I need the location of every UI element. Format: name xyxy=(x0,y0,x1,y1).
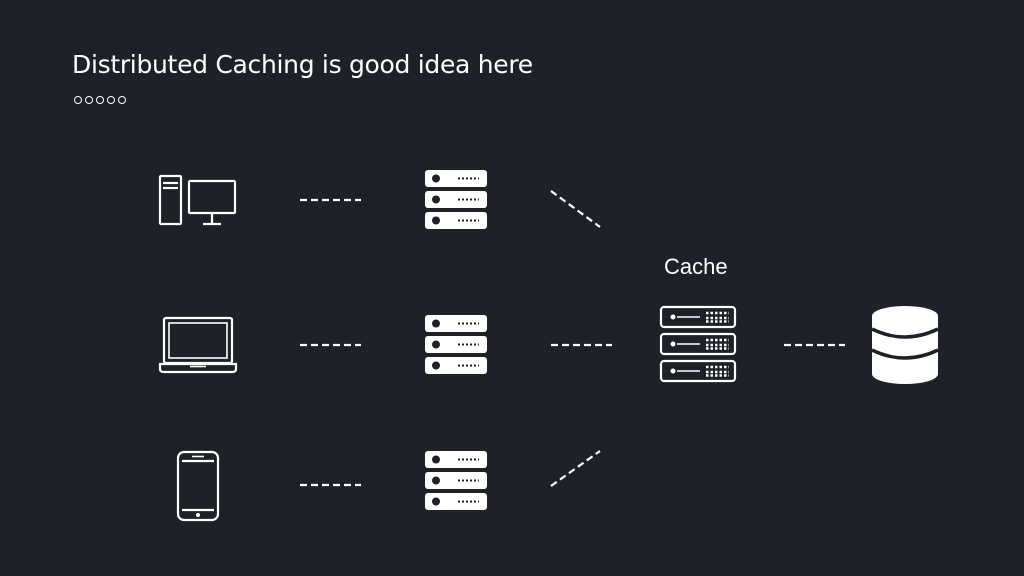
decorative-dot xyxy=(107,96,115,104)
decorative-dot xyxy=(85,96,93,104)
app-server-icon xyxy=(424,450,488,511)
connector-server3-cache xyxy=(550,450,601,487)
decorative-dot xyxy=(74,96,82,104)
cache-server-icon xyxy=(659,305,737,383)
laptop-icon xyxy=(158,316,238,374)
connector-server1-cache xyxy=(550,190,601,228)
decorative-dots xyxy=(74,96,126,104)
decorative-dot xyxy=(96,96,104,104)
desktop-computer-icon xyxy=(158,174,237,226)
decorative-dot xyxy=(118,96,126,104)
app-server-icon xyxy=(424,169,488,230)
cache-label: Cache xyxy=(664,254,728,279)
app-server-icon xyxy=(424,314,488,375)
smartphone-icon xyxy=(176,450,220,522)
database-icon xyxy=(871,306,939,384)
slide-title: Distributed Caching is good idea here xyxy=(72,50,533,79)
